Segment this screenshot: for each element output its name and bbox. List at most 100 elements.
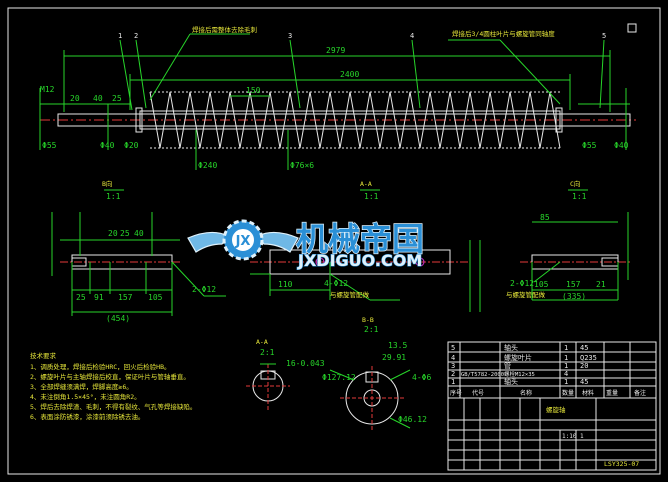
mid-note: 与螺旋管配做	[330, 290, 370, 299]
part-row-2-code: GB/T5782-2000	[461, 372, 504, 378]
screw-flights	[149, 91, 561, 149]
watermark-logo: JX 机械帝国 JXDIGUO.COM	[187, 219, 425, 271]
header-name: 名称	[520, 389, 532, 397]
left-dim-top-40: 40	[134, 229, 144, 238]
part-row-5-name: 轴头	[504, 343, 518, 352]
dia-right-40: Φ40	[614, 141, 629, 150]
part-row-4-mat: Q235	[580, 354, 597, 362]
key-a-label: A-A	[256, 338, 268, 346]
part-row-1-no: 1	[451, 378, 455, 386]
part-row-2-qty: 4	[564, 370, 568, 378]
drawing-scale: 1:10	[562, 433, 577, 440]
dim-40: 40	[93, 94, 103, 103]
part-row-4-no: 4	[451, 354, 455, 362]
notes-title: 技术要求	[30, 351, 57, 360]
key-b-dim-1: 13.5	[388, 341, 407, 350]
mid-view-scale: 1:1	[364, 192, 379, 201]
dia-76: Φ76×6	[290, 161, 314, 170]
part-row-4-qty: 1	[564, 354, 568, 362]
dim-overall: 2979	[326, 46, 345, 55]
dia-left-40: Φ40	[100, 141, 115, 150]
balloon-2: 2	[134, 32, 138, 40]
dia-240: Φ240	[198, 161, 217, 170]
right-dim-157: 157	[566, 280, 581, 289]
dim-20: 20	[70, 94, 80, 103]
main-view	[39, 23, 637, 170]
right-flange	[555, 107, 563, 133]
note-line-3: 3、全部焊缝须满焊，焊脚高度≥6。	[30, 382, 133, 391]
dim-25: 25	[112, 94, 122, 103]
dia-left-55: Φ55	[42, 141, 57, 150]
part-row-4-name: 螺旋叶片	[504, 353, 532, 362]
left-dim-157: 157	[118, 293, 133, 302]
left-dim-91: 91	[94, 293, 104, 302]
note-line-5: 5、焊后去除焊渣、毛刺，不得有裂纹、气孔等焊接缺陷。	[30, 402, 196, 411]
left-view-scale: 1:1	[106, 192, 121, 201]
drawing-sheet: 1	[580, 433, 584, 440]
part-name: 螺旋轴	[546, 405, 566, 414]
part-row-3-no: 3	[451, 362, 455, 370]
left-total: (454)	[106, 314, 130, 323]
logo-brand: 机械帝国	[296, 220, 424, 258]
mid-detail-view	[250, 189, 481, 312]
right-note: 与螺旋管配做	[506, 290, 546, 299]
left-dim-25: 25	[76, 293, 86, 302]
key-b-dim-4: Φ127.12	[322, 373, 356, 382]
right-detail-view	[520, 189, 630, 301]
logo-badge: JX	[235, 234, 251, 249]
drawing-number: LSY325-07	[604, 460, 639, 468]
right-wing	[257, 231, 299, 253]
mid-hole: 4-Φ12	[324, 279, 348, 288]
right-dim-105: 105	[534, 280, 549, 289]
drawing-frame	[7, 7, 661, 475]
mid-view-label: A-A	[360, 180, 372, 188]
note-line-4: 4、未注倒角1.5×45°，未注圆角R2。	[30, 392, 141, 401]
key-view-b	[329, 366, 411, 430]
dim-pitch: 150	[246, 86, 261, 95]
part-row-2-name: 螺栓M12×35	[504, 370, 535, 378]
balloon-1: 1	[118, 32, 122, 40]
note-top-right: 焊接后3/4圆柱叶片与螺旋管同轴度	[452, 29, 555, 38]
part-row-2-no: 2	[451, 370, 455, 378]
logo-url: JXDIGUO.COM	[297, 251, 422, 270]
balloon-3: 3	[288, 32, 292, 40]
dia-right-55: Φ55	[582, 141, 597, 150]
key-view-a	[246, 363, 290, 410]
left-dim-105: 105	[148, 293, 163, 302]
dia-left-m12: M12	[40, 85, 55, 94]
technical-notes: 技术要求 1、调质处理，焊接后检验HRC，回火后检验HB。 2、螺旋叶片与主轴焊…	[30, 351, 196, 421]
part-row-3-mat: 20	[580, 362, 588, 370]
part-row-5-mat: 45	[580, 344, 588, 352]
left-wing	[187, 231, 229, 253]
balloon-5: 5	[602, 32, 606, 40]
left-hole: 2-Φ12	[192, 285, 216, 294]
screw-tube	[139, 110, 561, 130]
part-row-3-qty: 1	[564, 362, 568, 370]
left-detail-view	[51, 189, 226, 316]
key-b-dim-2: 29.91	[382, 353, 406, 362]
part-row-1-mat: 45	[580, 378, 588, 386]
parts-list: 5 轴头 1 45 4 螺旋叶片 1 Q235 3 管 1 20 2 GB/T5…	[450, 343, 646, 397]
right-dim-85: 85	[540, 213, 550, 222]
key-b-dim-5: Φ46.12	[398, 415, 427, 424]
part-row-1-name: 轴头	[504, 377, 518, 386]
note-line-1: 1、调质处理，焊接后检验HRC，回火后检验HB。	[30, 362, 170, 371]
left-dim-top-25: 25	[120, 229, 130, 238]
key-b-label: B-B	[362, 316, 374, 324]
header-remark: 备注	[634, 389, 646, 397]
right-view-scale: 1:1	[572, 192, 587, 201]
part-row-3-name: 管	[504, 361, 511, 370]
part-row-5-no: 5	[451, 344, 455, 352]
key-b-scale: 2:1	[364, 325, 379, 334]
key-b-dim-3: 4-Φ6	[412, 373, 431, 382]
title-block	[447, 341, 657, 471]
key-a-scale: 2:1	[260, 348, 275, 357]
dim-inner: 2400	[340, 70, 359, 79]
header-mat: 材料	[582, 389, 594, 397]
part-row-1-qty: 1	[564, 378, 568, 386]
right-hole: 2-Φ12	[510, 279, 534, 288]
key-a-dim: 16-0.043	[286, 359, 325, 368]
header-weight: 重量	[606, 389, 618, 397]
dia-left-20: Φ20	[124, 141, 139, 150]
